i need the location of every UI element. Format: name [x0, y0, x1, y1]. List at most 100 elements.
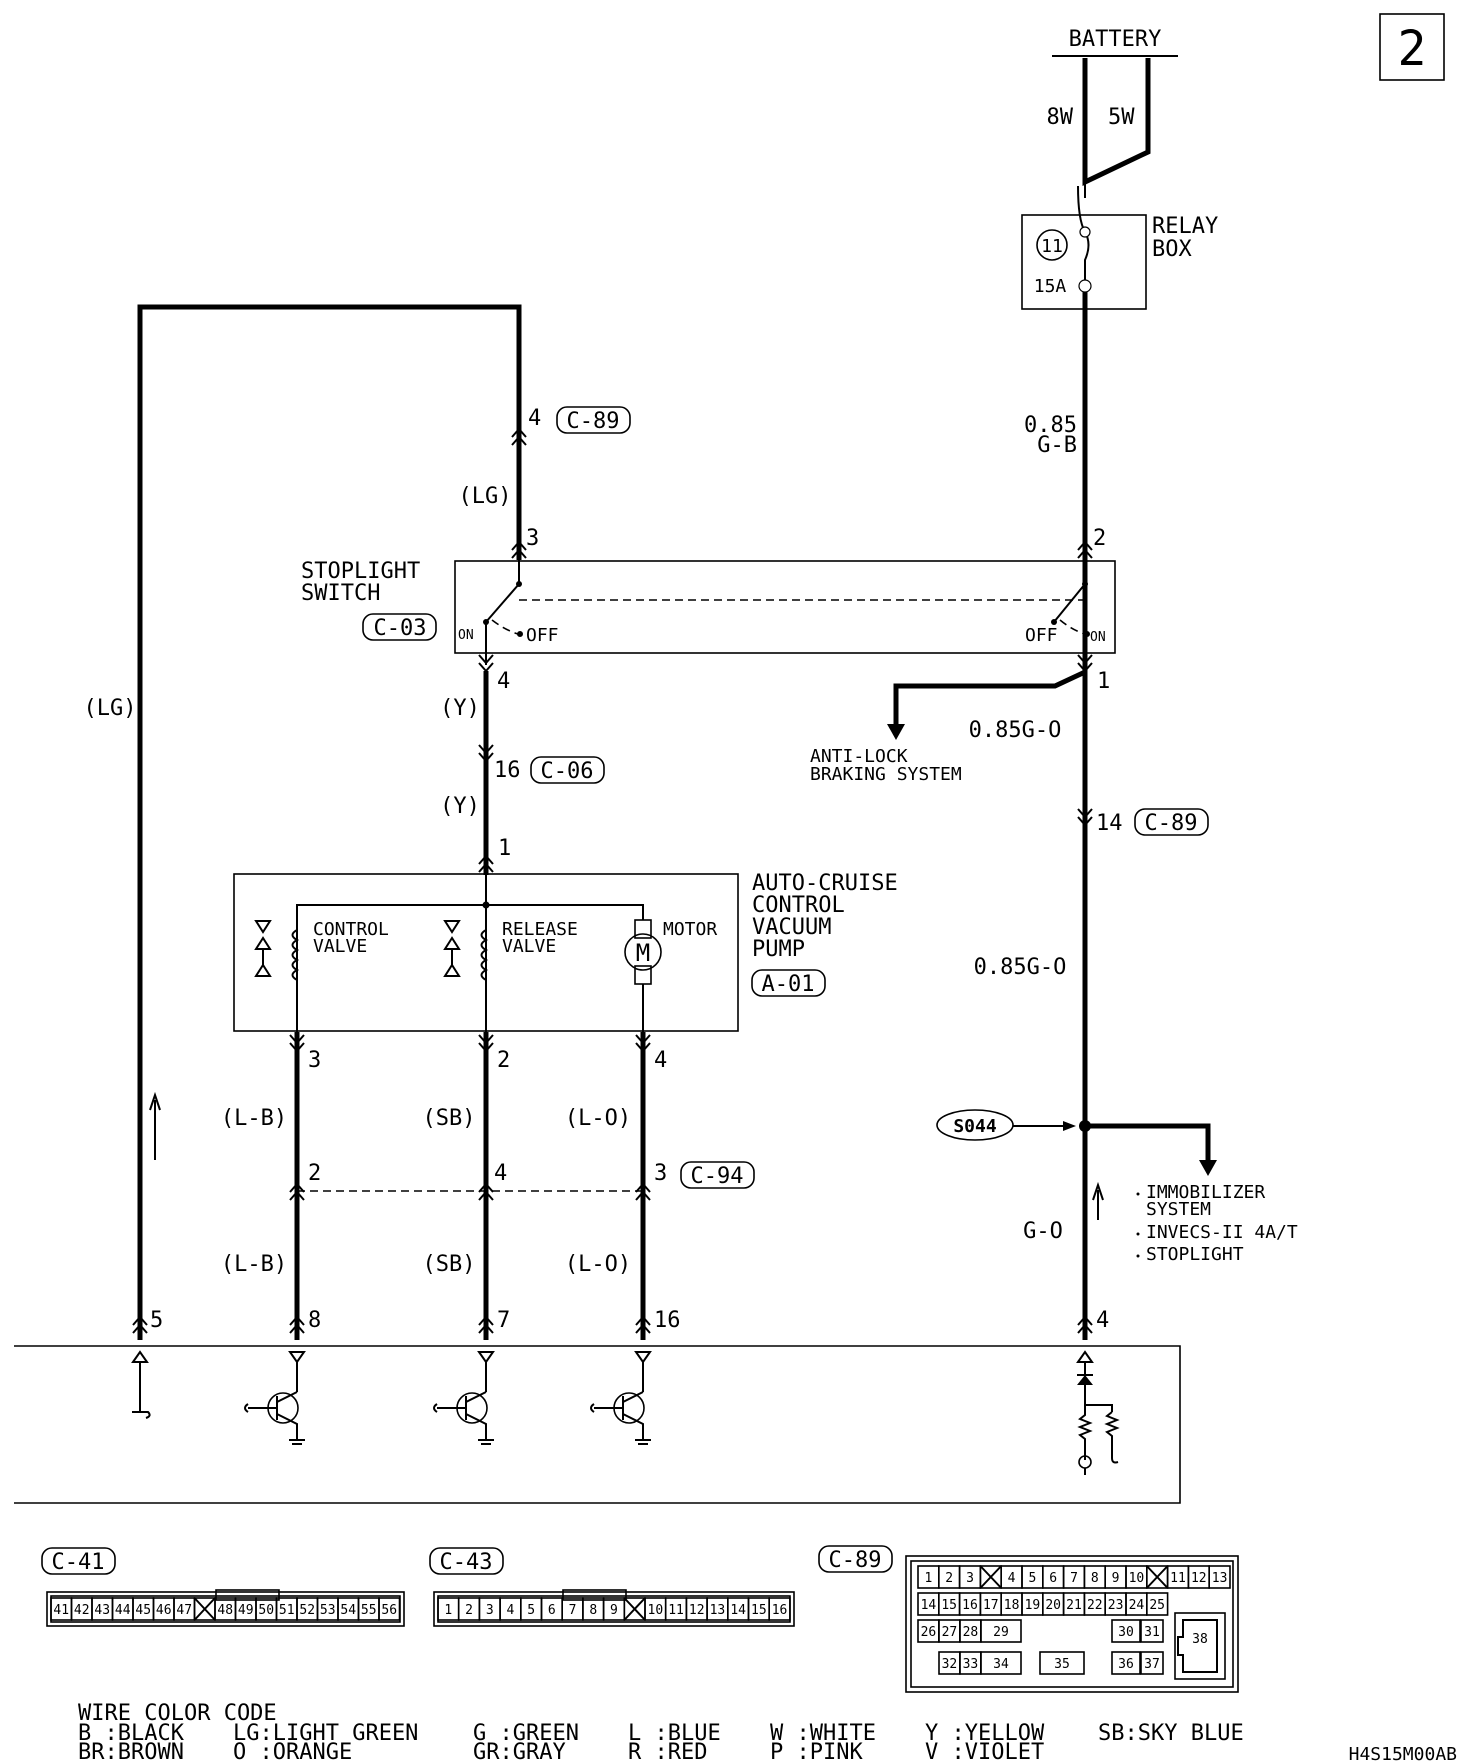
- pump-input-connector: [478, 854, 494, 873]
- c89-pin-34-cell: [980, 1651, 1022, 1675]
- battery: BATTERY 8W 5W: [1047, 27, 1178, 186]
- immobilizer-item2: INVECS-II 4A/T: [1146, 1222, 1298, 1243]
- release-valve-label-2: VALVE: [502, 936, 556, 957]
- wire-go-bottom: G-O: [1023, 1219, 1063, 1244]
- motor-icon: [624, 933, 662, 971]
- c89-pin-29-cell: [980, 1619, 1022, 1643]
- c89-pin-18: 18: [1004, 1598, 1020, 1613]
- c89-pin-29: 29: [993, 1625, 1009, 1640]
- go-wire-label: 0.85G-O: [974, 955, 1067, 980]
- c43-pin-9: 9: [610, 1603, 618, 1618]
- c89-pin-23: 23: [1108, 1598, 1124, 1613]
- switch-pin-3: 3: [526, 526, 539, 551]
- immobilizer-item1-line1: IMMOBILIZER: [1146, 1182, 1265, 1203]
- c41-pin-55: 55: [361, 1603, 377, 1618]
- c89-pin-28: 28: [963, 1625, 979, 1640]
- c43-pin-blank-9-blank-mark: [623, 1597, 646, 1621]
- color-code-w: W :WHITE: [770, 1721, 876, 1746]
- c89-pin-11: 11: [1170, 1571, 1186, 1586]
- immobilizer-item1-line2: SYSTEM: [1146, 1199, 1211, 1220]
- current-arrow-right: [1092, 1181, 1104, 1220]
- immobilizer-branch-wire: [1085, 1123, 1211, 1165]
- c89-pin-6: 6: [1049, 1571, 1057, 1586]
- c89-pin-blank-11-blank-mark: [1146, 1565, 1169, 1589]
- c41-pin-53: 53: [320, 1603, 336, 1618]
- ecu-pin-8: 8: [308, 1308, 321, 1333]
- color-code-y: Y :YELLOW: [925, 1721, 1045, 1746]
- c89-pin-25: 25: [1149, 1598, 1165, 1613]
- c43-pin-12: 12: [689, 1603, 705, 1618]
- c89-pin-20: 20: [1045, 1598, 1061, 1613]
- c43-pin-13: 13: [710, 1603, 726, 1618]
- c43-pin-2: 2: [465, 1603, 473, 1618]
- stoplight-input-circuit: [1076, 1350, 1120, 1475]
- wire-lb-mid: (L-B): [221, 1106, 287, 1131]
- c43-pin-4: 4: [507, 1603, 515, 1618]
- motor-label: MOTOR: [663, 919, 717, 940]
- color-code-o: O :ORANGE: [233, 1740, 352, 1764]
- c94-pin-3: 3: [654, 1161, 667, 1186]
- pump-label-2: CONTROL: [752, 893, 845, 918]
- switch-off-right: OFF: [1025, 625, 1058, 646]
- c94-pin-4: 4: [494, 1161, 507, 1186]
- c89-pin-7: 7: [1070, 1571, 1078, 1586]
- c41-pin-50: 50: [258, 1603, 274, 1618]
- c89-pin-9: 9: [1112, 1571, 1120, 1586]
- switch-off-left: OFF: [526, 625, 559, 646]
- color-code-gr: GR:GRAY: [473, 1740, 566, 1764]
- c41-pin-54: 54: [340, 1603, 356, 1618]
- pump-label-3: VACUUM: [752, 915, 831, 940]
- c89-pin-25-cell: [1146, 1592, 1169, 1616]
- release-valve-coil: [480, 929, 489, 981]
- c89-view-label: C-89: [829, 1548, 882, 1573]
- switch-on-right: ON: [1090, 630, 1106, 645]
- pump-pin-2: 2: [497, 1048, 510, 1073]
- c89-pin-30: 30: [1118, 1625, 1134, 1640]
- c89-pin-35-cell: [1039, 1651, 1085, 1675]
- connector-c06: 16 C-06: [478, 744, 605, 784]
- c89-pin-21: 21: [1066, 1598, 1082, 1613]
- ecu-pin-7: 7: [497, 1308, 510, 1333]
- battery-wire-8w: 8W: [1047, 105, 1074, 130]
- c41-pin-45: 45: [135, 1603, 151, 1618]
- wire-lo-mid: (L-O): [565, 1106, 631, 1131]
- c89-pin-13: 13: [1212, 1571, 1228, 1586]
- c41-pin-49: 49: [238, 1603, 254, 1618]
- color-code-br: BR:BROWN: [78, 1740, 184, 1764]
- relay-box-label-1: RELAY: [1152, 214, 1218, 239]
- c43-label: C-43: [440, 1550, 493, 1575]
- wire-color-code: WIRE COLOR CODE B :BLACK BR:BROWN LG:LIG…: [78, 1701, 1244, 1764]
- c89-pin-8: 8: [1091, 1571, 1099, 1586]
- c41-pin-43: 43: [94, 1603, 110, 1618]
- document-code: H4S15M00AB: [1349, 1744, 1457, 1764]
- stoplight-switch-label-2: SWITCH: [301, 581, 380, 606]
- transistor-motor: [590, 1351, 652, 1445]
- c89-pin-37: 37: [1144, 1657, 1160, 1672]
- color-code-p: P :PINK: [770, 1740, 863, 1764]
- c89-pin-27: 27: [942, 1625, 958, 1640]
- c43-pin-15: 15: [751, 1603, 767, 1618]
- c89-pin-22: 22: [1087, 1598, 1103, 1613]
- release-valve-icon: [443, 920, 461, 977]
- splice-s044: S044: [936, 1109, 1091, 1141]
- c43-pin-3: 3: [486, 1603, 494, 1618]
- c89-pin-31-cell: [1140, 1619, 1164, 1643]
- color-code-sb: SB:SKY BLUE: [1098, 1721, 1244, 1746]
- c89-pin-35: 35: [1054, 1657, 1070, 1672]
- lg-wire-loop: [137, 304, 522, 1340]
- wire-sb-mid: (SB): [423, 1106, 476, 1131]
- c89-label-mid: C-89: [1145, 811, 1198, 836]
- pump-pin-3: 3: [308, 1048, 321, 1073]
- c41-pin-51: 51: [279, 1603, 295, 1618]
- pump-connector: A-01: [762, 972, 815, 997]
- battery-wire-5w: 5W: [1108, 105, 1135, 130]
- c89-pin-4: 4: [528, 406, 541, 431]
- c41-label: C-41: [52, 1550, 105, 1575]
- c89-pin-32: 32: [942, 1657, 958, 1672]
- c41-pin-44: 44: [115, 1603, 131, 1618]
- abs-branch-wire: [893, 669, 1087, 730]
- page-number: 2: [1398, 21, 1427, 77]
- c89-pin-5: 5: [1028, 1571, 1036, 1586]
- splice-label: S044: [953, 1116, 997, 1137]
